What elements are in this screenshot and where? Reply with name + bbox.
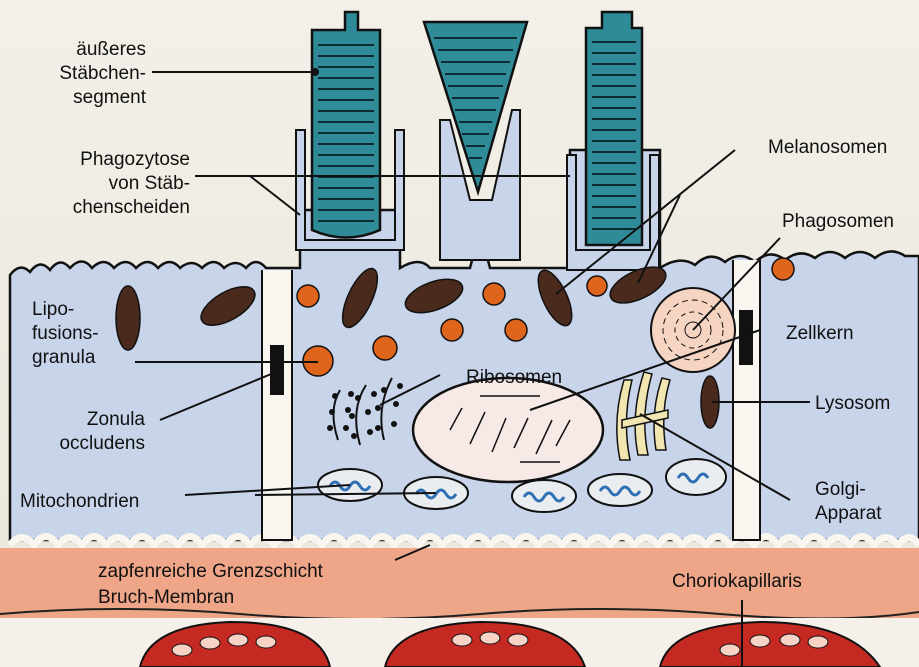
- cone-outer-segment: [424, 22, 527, 260]
- label-phagocytosis: Phagozytose von Stäb- chenscheiden: [40, 148, 190, 220]
- label-cone-layer: zapfenreiche Grenzschicht: [98, 560, 323, 584]
- label-golgi: Golgi- Apparat: [815, 478, 882, 526]
- label-bruch-membrane: Bruch-Membran: [98, 586, 234, 610]
- choriocapillaris-vessels: [140, 622, 880, 667]
- label-ribosomes: Ribosomen: [466, 366, 562, 390]
- label-nucleus: Zellkern: [786, 322, 854, 346]
- label-choriocapillaris: Choriokapillaris: [672, 570, 802, 594]
- label-lipofuscin: Lipo- fusions- granula: [32, 298, 99, 370]
- label-melanosomes: Melanosomen: [768, 136, 887, 160]
- label-outer-rod-segment: äußeres Stäbchen- segment: [28, 38, 146, 110]
- label-phagosomes: Phagosomen: [782, 210, 894, 234]
- label-zonula-occludens: Zonula occludens: [30, 408, 145, 456]
- label-lysosome: Lysosom: [815, 392, 890, 416]
- label-mitochondria: Mitochondrien: [20, 490, 139, 514]
